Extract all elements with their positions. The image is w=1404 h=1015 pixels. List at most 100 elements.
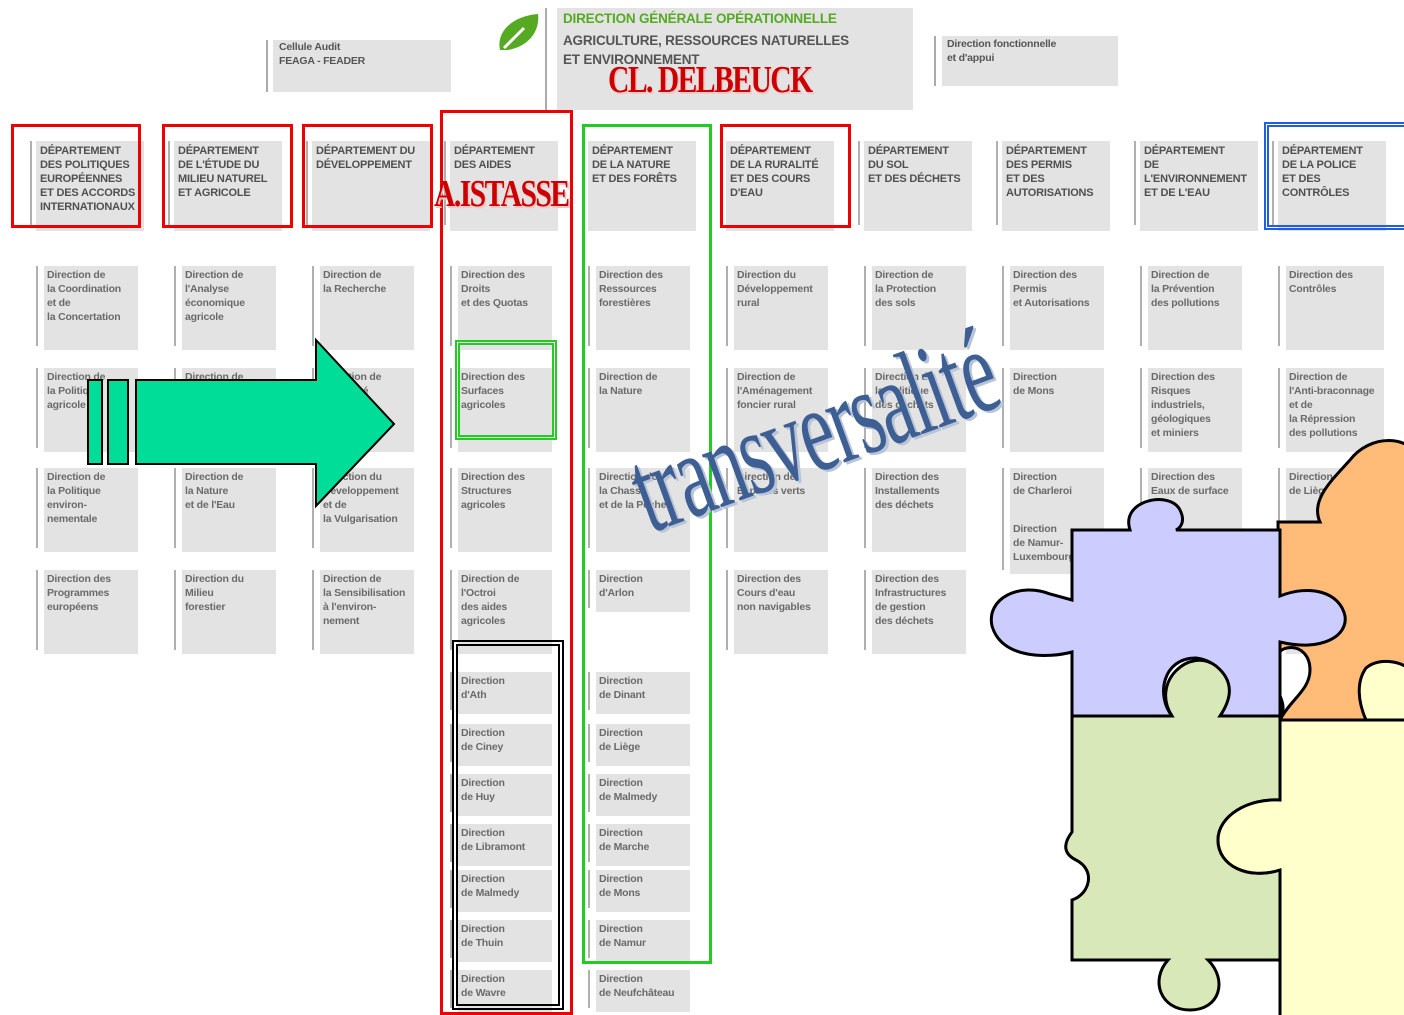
frame-dept-aides-column [440, 110, 573, 1015]
department-label: DÉPARTEMENT DES AIDES [454, 145, 535, 171]
dept-divider [444, 141, 446, 225]
direction-box: Direction de Ciney [458, 724, 552, 766]
direction-box: Direction de Thuin [458, 920, 552, 962]
department-label: DÉPARTEMENT DU DÉVELOPPEMENT [316, 145, 416, 171]
department-box: DÉPARTEMENT DE LA RURALITÉ ET DES COURS … [726, 141, 834, 231]
direction-box: Direction de Mons [1010, 368, 1104, 452]
department-label: DÉPARTEMENT DES POLITIQUES EUROPÉENNES E… [40, 145, 136, 213]
dept-divider [858, 141, 860, 225]
direction-divider [726, 368, 728, 448]
direction-divider [450, 970, 452, 1008]
direction-label: Direction de l'Anti-braconnage et de la … [1289, 371, 1375, 439]
direction-box: Direction des Droits et des Quotas [458, 266, 552, 350]
direction-divider [450, 368, 452, 448]
direction-box: Direction de Malmedy [458, 870, 552, 912]
direction-box: Direction de l'Anti-braconnage et de la … [1286, 368, 1384, 452]
direction-label: Direction de Liège [1289, 471, 1333, 497]
direction-label: Direction de Mons [1013, 371, 1057, 397]
direction-label: Direction de l'Analyse économique agrico… [185, 269, 245, 323]
direction-box: Direction des Ressources forestières [596, 266, 690, 350]
direction-box: Direction de la Nature [596, 368, 690, 452]
direction-divider [450, 570, 452, 650]
direction-label: Direction du Milieu forestier [185, 573, 244, 613]
direction-label: Direction des Surfaces agricoles [461, 371, 525, 411]
direction-divider [588, 774, 590, 812]
direction-box: Direction de Malmedy [596, 774, 690, 816]
direction-divider [450, 920, 452, 958]
dept-divider [1134, 141, 1136, 225]
direction-box: Direction du Milieu forestier [182, 570, 276, 654]
direction-box: Direction du Développement rural [734, 266, 828, 350]
direction-box: Direction de la Recherche [320, 266, 414, 350]
direction-label: Direction de l'Octroi des aides agricole… [461, 573, 520, 627]
direction-divider [1002, 520, 1004, 570]
frame-dept-3 [302, 124, 433, 228]
direction-box: Direction de Libramont [458, 824, 552, 866]
direction-label: Direction de Thuin [461, 923, 505, 949]
direction-box: Direction d'Arlon [596, 570, 690, 612]
direction-divider [726, 266, 728, 346]
direction-divider [864, 468, 866, 548]
direction-box: Direction de Mons [596, 870, 690, 912]
department-box: DÉPARTEMENT DES PERMIS ET DES AUTORISATI… [1002, 141, 1110, 231]
direction-box: Direction de Huy [458, 774, 552, 816]
department-box: DÉPARTEMENT DE LA NATURE ET DES FORÊTS [588, 141, 696, 231]
dept-divider [306, 141, 308, 225]
direction-box: Direction de l'Aménagement foncier rural [734, 368, 828, 452]
dept-divider [30, 141, 32, 225]
direction-divider [588, 824, 590, 862]
direction-divider [1140, 368, 1142, 448]
dept-divider [1272, 141, 1274, 225]
direction-box: Direction de la Chasse et de la Pêche [596, 468, 690, 552]
cellule-audit-box [273, 40, 451, 92]
direction-box: Direction de Neufchâteau [596, 970, 690, 1012]
direction-label: Direction de la Prévention des pollution… [1151, 269, 1220, 309]
direction-label: Direction de Mons [599, 873, 643, 899]
direction-box: Direction des Structures agricoles [458, 468, 552, 552]
frame-dept-2 [162, 124, 293, 228]
department-label: DÉPARTEMENT DES PERMIS ET DES AUTORISATI… [1006, 145, 1094, 199]
direction-divider [864, 266, 866, 346]
direction-box: Direction de la Politique environ- nemen… [44, 468, 138, 552]
direction-label: Direction de la Politique des déchets [875, 371, 934, 411]
direction-label: Direction de Malmedy [599, 777, 658, 803]
direction-divider [588, 266, 590, 346]
direction-label: Direction de la Protection des sols [875, 269, 936, 309]
direction-box: Direction d'Ath [458, 672, 552, 714]
department-label: DÉPARTEMENT DE LA NATURE ET DES FORÊTS [592, 145, 677, 185]
direction-divider [864, 570, 866, 650]
direction-label: Direction de la Nature [599, 371, 658, 397]
frame-dept-1 [11, 124, 141, 228]
direction-fonctionnelle-label: Direction fonctionnelle et d'appui [947, 38, 1057, 64]
direction-divider [312, 266, 314, 346]
direction-label: Direction des Programmes européens [47, 573, 111, 613]
department-label: DÉPARTEMENT DE L'ENVIRONNEMENT ET DE L'E… [1144, 145, 1247, 199]
frame-directions-regionales [452, 640, 564, 1010]
direction-label: Direction de la Sensibilisation à l'envi… [323, 573, 406, 627]
direction-divider [450, 824, 452, 862]
frame-dept-police [1264, 122, 1404, 230]
direction-divider [174, 266, 176, 346]
direction-divider [312, 570, 314, 650]
direction-label: Direction de Dinant [599, 675, 646, 701]
department-box: DÉPARTEMENT DES AIDES [450, 141, 558, 231]
direction-box: Direction de Marche [596, 824, 690, 866]
direction-box: Direction de Dinant [596, 672, 690, 714]
direction-box: Direction des Contrôles [1286, 266, 1384, 350]
direction-divider [36, 368, 38, 448]
direction-label: Direction des Eaux de surface [1151, 471, 1229, 497]
direction-divider [174, 468, 176, 548]
direction-label: Direction de Namur [599, 923, 646, 949]
direction-divider [36, 468, 38, 548]
department-label: DÉPARTEMENT DU SOL ET DES DÉCHETS [868, 145, 961, 185]
direction-divider [450, 870, 452, 908]
direction-label: Direction d'Ath [461, 675, 505, 701]
direction-label: Direction des Risques industriels, géolo… [1151, 371, 1215, 439]
direction-box: Direction de la Prévention des pollution… [1148, 266, 1242, 350]
direction-divider [588, 724, 590, 762]
direction-box: Direction de la Nature et de l'Eau [182, 468, 276, 552]
direction-box: Direction des Cours d'eau non navigables [734, 570, 828, 654]
direction-divider [588, 970, 590, 1008]
direction-divider [36, 266, 38, 346]
direction-box: Direction des Espaces verts [734, 468, 828, 552]
